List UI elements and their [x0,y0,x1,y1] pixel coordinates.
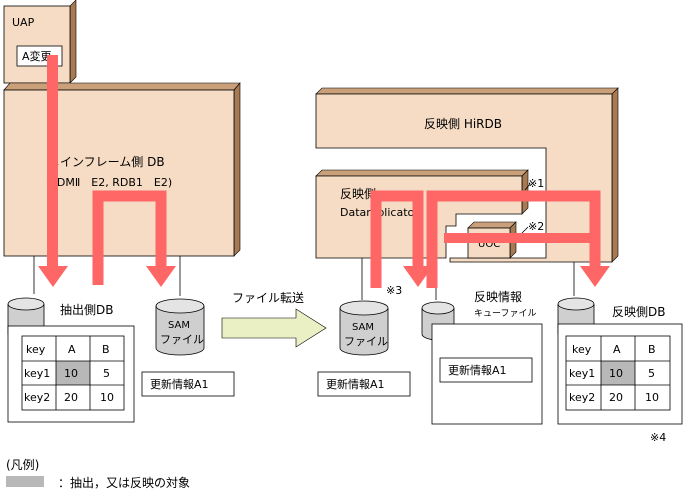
table-cell: 10 [645,391,659,404]
hirdb-box: 反映側 HiRDB [315,87,619,263]
note-4: ※4 [650,431,666,444]
table-cell: 10 [609,367,623,380]
arrow-uap-to-db [47,55,58,269]
arrow-sam-to-queue [370,190,424,288]
table-cell: 5 [648,367,655,380]
datareplicator-line1: 反映側 [340,187,376,201]
legend-text: ：抽出，又は反映の対象 [58,476,190,490]
table-cell: 10 [64,367,78,380]
sam-left-line1: SAM [168,320,190,331]
hirdb-title: 反映側 HiRDB [424,117,502,131]
queue-subtitle: キューファイル [474,309,536,319]
table-header-cell: key [572,343,592,356]
sam-left-info: 更新情報A1 [150,377,209,391]
sam-right-info-box [317,371,411,397]
table-header-cell: B [648,343,656,356]
extract-db: 抽出側DB key A B key1 10 5 key2 20 10 [7,297,135,423]
table-cell: key1 [569,367,595,380]
sam-file-right: SAM ファイル 更新情報A1 [317,300,411,397]
extract-db-table: key A B key1 10 5 key2 20 10 [21,335,125,411]
flow-arrows [38,55,610,288]
mainframe-label-line2: (PDMⅡ E2, RDB1 E2) [46,176,172,189]
legend-title: (凡例) [6,458,39,472]
legend-swatch [6,476,44,487]
uap-change-label: A変更 [22,49,52,63]
reflect-db-table: key A B key1 10 5 key2 20 10 [565,335,671,411]
uap-title: UAP [12,16,35,29]
arrow-queue-to-reflect [426,190,601,288]
table-cell: key1 [24,367,50,380]
transfer-arrow: ファイル転送 [221,290,327,348]
legend: (凡例) ：抽出，又は反映の対象 [6,458,190,490]
queue-info-box [439,357,533,383]
reflect-db: 反映側DB key A B key1 10 5 key2 20 10 [557,297,683,425]
table-header-cell: A [68,343,76,356]
table-header-cell: A [613,343,621,356]
sam-right-line2: ファイル [344,335,388,348]
arrow-extract-loop [92,190,167,285]
note-2: ※2 [528,220,544,233]
table-cell: 10 [100,391,114,404]
note-3: ※3 [386,284,402,297]
uap-box: UAP A変更 [3,0,77,84]
sam-left-line2: ファイル [160,333,204,346]
transfer-label: ファイル転送 [232,290,304,305]
queue-file: 反映情報 キューファイル 更新情報A1 [421,290,543,425]
table-header-cell: B [102,343,110,356]
sam-left-info-box [141,371,235,397]
note-1: ※1 [528,177,544,190]
table-cell: key2 [24,391,50,404]
table-cell: 20 [609,391,623,404]
table-cell: 20 [64,391,78,404]
queue-info: 更新情報A1 [448,363,507,377]
queue-title: 反映情報 [474,290,522,304]
mainframe-box: メインフレーム側 DB (PDMⅡ E2, RDB1 E2) [3,82,241,257]
sam-file-left: SAM ファイル 更新情報A1 [141,298,235,397]
sam-right-line1: SAM [352,322,374,333]
sam-right-info: 更新情報A1 [326,377,385,391]
table-cell: 5 [103,367,110,380]
table-header-cell: key [26,343,46,356]
extract-db-title: 抽出側DB [60,303,113,317]
uoc-label: UOC [478,239,500,250]
table-cell: key2 [569,391,595,404]
reflect-db-title: 反映側DB [612,305,665,319]
mainframe-label-line1: メインフレーム側 DB [48,155,165,169]
